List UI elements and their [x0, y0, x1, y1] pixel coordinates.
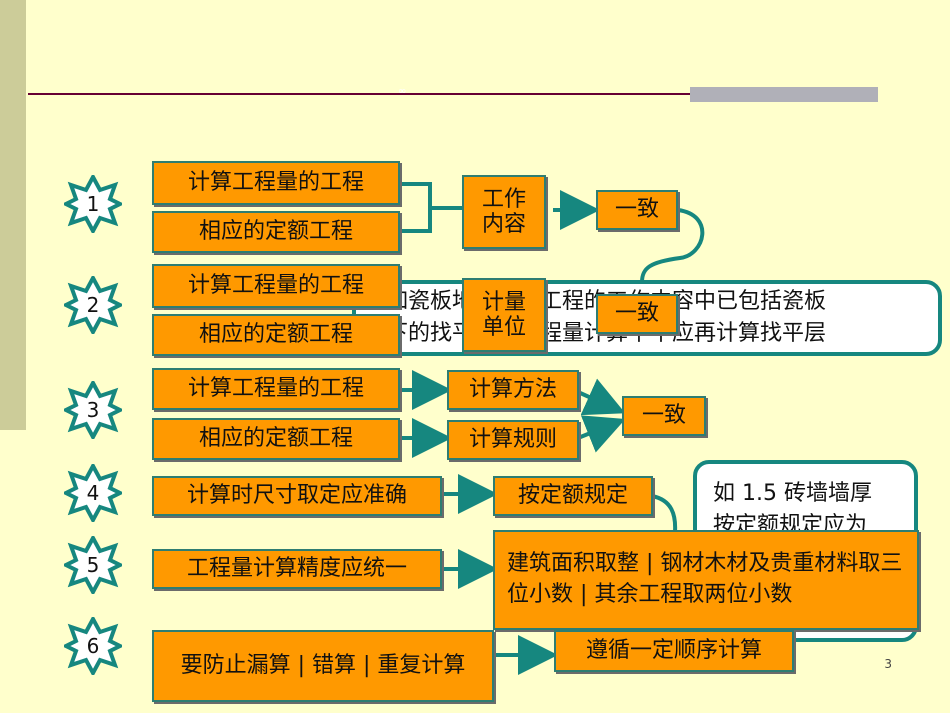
row5-box-b: 建筑面积取整 | 钢材木材及贵重材料取三位小数 | 其余工程取两位小数: [493, 530, 919, 630]
row3-box-method: 计算方法: [447, 370, 579, 410]
row6-box-a: 要防止漏算 | 错算 | 重复计算: [152, 630, 494, 702]
step-star-1: 1: [61, 172, 125, 236]
row1-bracket: [400, 182, 462, 233]
row2-box-result: 一致: [596, 294, 678, 334]
step-star-2: 2: [61, 273, 125, 337]
row4-curve: [651, 494, 678, 533]
row2-box-a: 计算工程量的工程: [152, 264, 400, 308]
row6-box-b: 遵循一定顺序计算: [554, 630, 794, 672]
row3-box-a: 计算工程量的工程: [152, 368, 400, 410]
step-star-5: 5: [61, 533, 125, 597]
row3-box-b: 相应的定额工程: [152, 418, 400, 460]
title-underline: [28, 93, 878, 95]
row4-box-a: 计算时尺寸取定应准确: [152, 476, 442, 516]
row1-box-b: 相应的定额工程: [152, 211, 400, 253]
step-number: 5: [86, 553, 100, 577]
step-number: 6: [86, 634, 100, 658]
row3-box-rule: 计算规则: [447, 420, 579, 460]
step-number: 3: [86, 398, 100, 422]
row5-box-a: 工程量计算精度应统一: [152, 549, 442, 589]
row4-box-b: 按定额规定: [493, 476, 653, 516]
step-star-6: 6: [61, 614, 125, 678]
row1-box-a: 计算工程量的工程: [152, 161, 400, 205]
title-gray-bar: [690, 87, 878, 102]
step-star-3: 3: [61, 378, 125, 442]
row2-box-mid: 计量单位: [462, 278, 546, 352]
step-number: 2: [86, 293, 100, 317]
step-number: 4: [86, 481, 100, 505]
row1-box-mid: 工作内容: [462, 175, 546, 249]
left-accent-bar: [0, 0, 26, 430]
row3-arrow-c: [577, 378, 626, 416]
title-remnant: ∞: [398, 86, 407, 97]
row1-box-result: 一致: [596, 190, 678, 230]
page-number: 3: [884, 657, 892, 671]
step-number: 1: [86, 192, 100, 216]
row2-box-b: 相应的定额工程: [152, 314, 400, 356]
row1-curve: [640, 208, 705, 283]
row3-box-result: 一致: [622, 396, 706, 436]
step-star-4: 4: [61, 461, 125, 525]
row3-arrow-d: [577, 415, 626, 453]
